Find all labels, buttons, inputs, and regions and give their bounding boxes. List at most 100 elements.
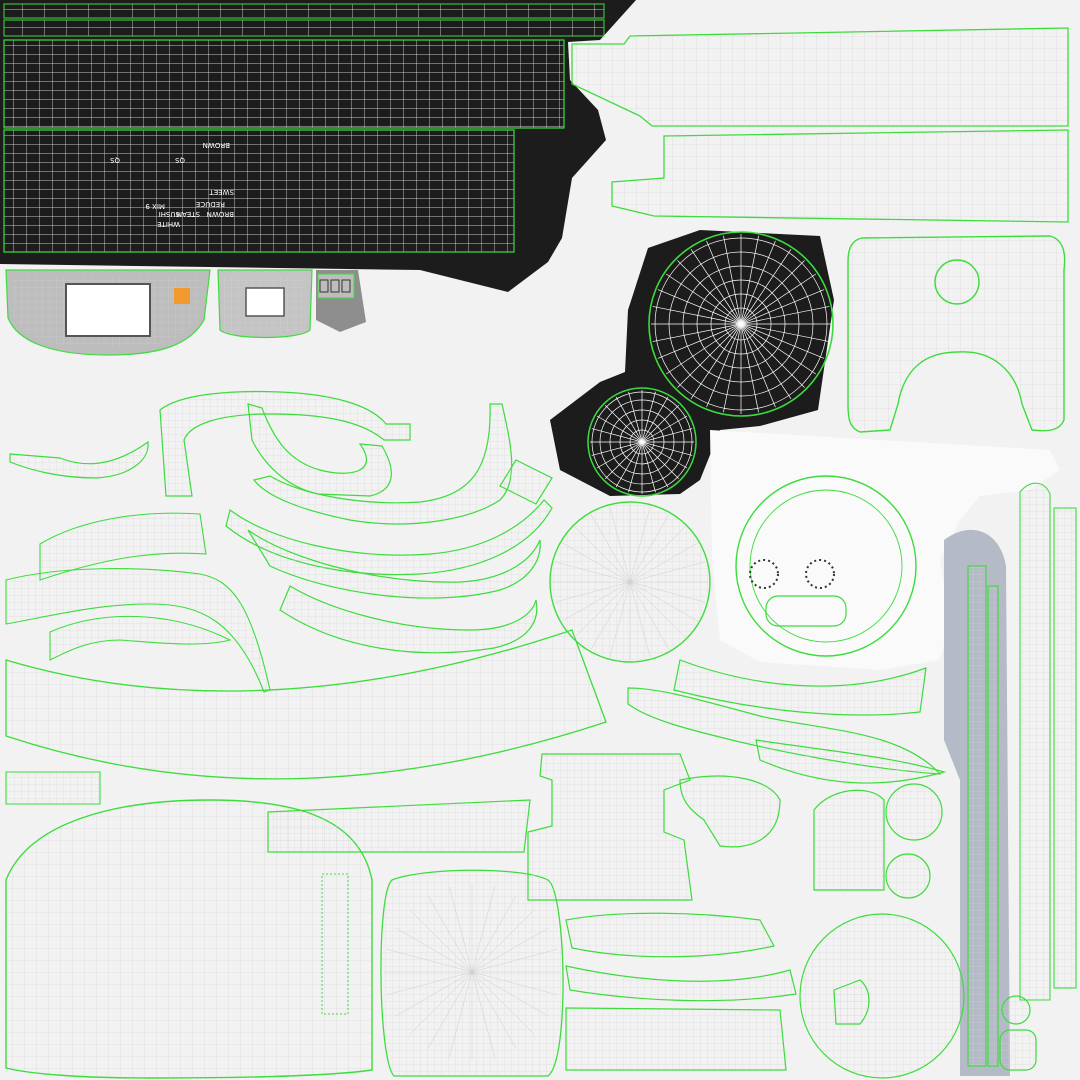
disk-spoke	[677, 323, 742, 388]
label-qs: QS	[174, 156, 185, 164]
knob-parts	[799, 783, 1037, 1079]
disk-spoke	[641, 441, 688, 469]
curved-trim-parts	[9, 390, 553, 654]
lid-detail-island	[710, 430, 1060, 670]
front-control-panels	[5, 269, 366, 356]
disk-spoke	[657, 289, 742, 325]
disk-spoke	[740, 306, 830, 325]
lid-detail	[735, 475, 917, 657]
base-shell	[5, 799, 373, 1079]
plate-spoke	[448, 971, 473, 1058]
rim-strip	[5, 629, 607, 780]
disk-spoke	[641, 441, 693, 456]
base-plate	[380, 869, 564, 1077]
disk-spoke	[615, 396, 643, 443]
disk-spoke	[706, 323, 742, 408]
disk-spoke	[628, 441, 643, 493]
disk-spoke	[690, 323, 742, 400]
label-reduce: REDUCE	[196, 200, 225, 208]
disk-spoke	[641, 428, 693, 443]
lid-shell	[847, 235, 1066, 433]
disk-spoke	[615, 441, 643, 488]
disk-spoke	[740, 323, 805, 388]
plate-spoke	[629, 581, 651, 658]
dark-grid-panels	[3, 3, 605, 253]
plate-spoke	[562, 581, 631, 622]
disk-spoke	[740, 260, 805, 325]
disk-spoke	[677, 260, 742, 325]
plate-spoke	[554, 561, 631, 583]
disk-spoke	[740, 248, 792, 325]
plate-spoke	[471, 895, 517, 973]
disk-spoke	[604, 441, 643, 480]
plate-spoke	[386, 971, 473, 996]
plate-spoke	[609, 581, 631, 658]
disk-spoke	[657, 323, 742, 359]
plate-spoke	[629, 581, 706, 603]
disk-spoke	[652, 306, 742, 325]
plate-spoke	[574, 526, 631, 583]
plate-spoke	[629, 581, 686, 638]
plate-spoke	[629, 581, 670, 650]
disk-spoke	[740, 323, 825, 359]
disk-spoke	[740, 323, 792, 400]
disk-spoke	[596, 415, 643, 443]
disk-spoke	[641, 391, 656, 443]
top-right-strips	[571, 27, 1069, 223]
plate-spoke	[471, 971, 517, 1049]
label-brown: BROWN	[203, 141, 230, 149]
plate-spoke	[471, 971, 558, 996]
handle-parts	[627, 659, 947, 848]
disk-spoke	[641, 396, 669, 443]
disk-spoke	[628, 391, 643, 443]
disk-spoke	[740, 289, 825, 325]
plate-spoke	[471, 971, 549, 1017]
disk-spoke	[665, 323, 742, 375]
plate-spoke	[471, 971, 496, 1058]
side-strips	[967, 482, 1077, 1067]
plate-spoke	[629, 581, 698, 622]
disk-spoke	[641, 415, 688, 443]
plate-spoke	[629, 506, 651, 583]
disk-spoke	[740, 323, 817, 375]
disk-spoke	[740, 235, 759, 325]
disk-spoke	[641, 441, 669, 488]
disk-spoke	[591, 441, 643, 456]
label-qs: QS	[109, 156, 120, 164]
display-window	[65, 283, 151, 337]
plate-spoke	[574, 581, 631, 638]
disk-spoke	[596, 441, 643, 469]
disk-spoke	[740, 240, 776, 325]
lower-left-parts	[5, 512, 271, 805]
disk-spoke	[652, 323, 742, 342]
plate-spoke	[395, 971, 473, 1017]
plate-spoke	[554, 581, 631, 603]
disk-spoke	[723, 235, 742, 325]
plate-spoke	[629, 542, 698, 583]
disk-spoke	[591, 428, 643, 443]
plate-spoke	[427, 971, 473, 1049]
disk-small	[587, 387, 697, 497]
disk-spoke	[641, 441, 680, 480]
plate-spoke	[471, 927, 549, 973]
plate-spoke	[409, 971, 473, 1035]
disk-spoke	[706, 240, 742, 325]
plate-spoke	[395, 927, 473, 973]
label-sushi: SUSHI	[159, 210, 180, 218]
label-brown: BROWN	[207, 210, 234, 218]
plate-spoke	[590, 581, 631, 650]
label-white: WHITE	[157, 220, 180, 228]
plate-spoke	[629, 561, 706, 583]
control-panel-labels: BROWN QS QS SWEET BROWN REDUCE STEAM WHI…	[109, 141, 234, 228]
round-plate	[549, 501, 711, 663]
disk-spoke	[690, 248, 742, 325]
disk-spoke	[604, 404, 643, 443]
label-sweet: SWEET	[209, 188, 234, 196]
label-mix: MIX 9	[145, 202, 165, 210]
disk-spoke	[641, 404, 680, 443]
disk-spoke	[740, 323, 776, 408]
vent-grill	[321, 873, 349, 1015]
plate-spoke	[386, 948, 473, 973]
disk-spoke	[740, 323, 759, 413]
